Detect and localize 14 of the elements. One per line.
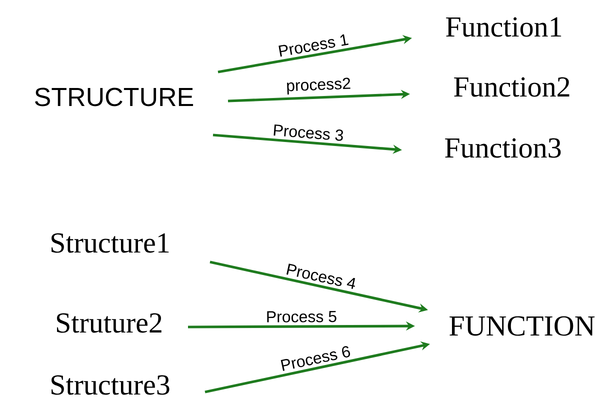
edge-label: Process 3 [271, 123, 346, 142]
structure-label: Function3 [445, 138, 561, 158]
edge-label: Process 1 [276, 32, 350, 58]
edge-label: process2 [284, 76, 352, 96]
edge-label: Process 6 [278, 344, 353, 372]
structure-label: Structure1 [52, 233, 169, 253]
structure-label: Function2 [454, 77, 570, 97]
structure-label: Function1 [446, 17, 562, 37]
edge-label: Process 5 [264, 310, 338, 324]
structure-label: Struture2 [56, 313, 162, 333]
structure-label: Structure3 [52, 375, 170, 395]
structure-label: STRUCTURE [35, 88, 194, 106]
structure-label: FUNCTION [450, 316, 595, 336]
edge-label: Process 4 [284, 262, 358, 291]
